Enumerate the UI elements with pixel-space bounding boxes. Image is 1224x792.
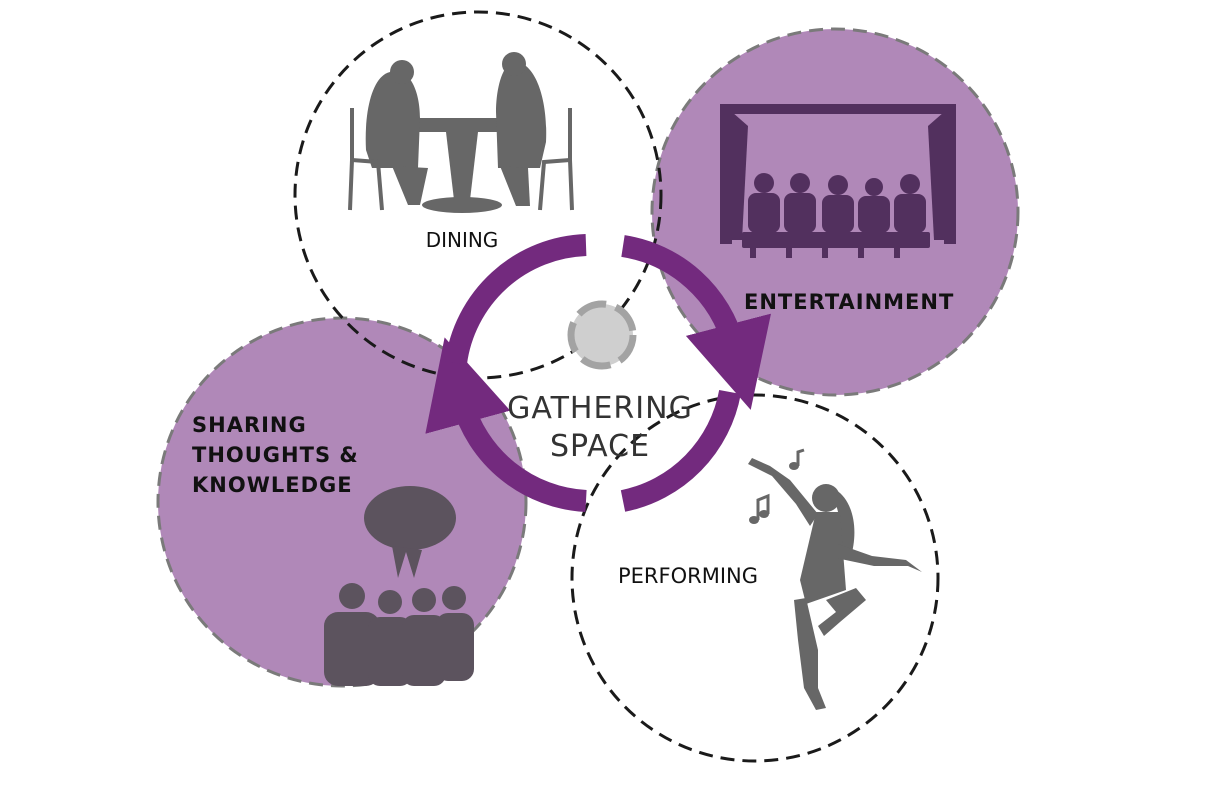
music-notes-dots [749,462,799,524]
sharing-label-line2: THOUGHTS & [192,443,359,467]
hub-icon [567,300,637,370]
sharing-label-line1: SHARING [192,413,307,437]
music-notes-icon [756,448,805,520]
arrow-top-left [445,234,587,365]
dining-label: DINING [426,228,499,252]
center-title-line1: GATHERING [507,391,693,426]
entertainment-label: ENTERTAINMENT [744,290,954,314]
arrow-top-right [621,235,771,410]
center-title-line2: SPACE [550,429,650,464]
arrow-bottom-left [425,337,587,512]
sharing-label-line3: KNOWLEDGE [192,473,353,497]
performing-label: PERFORMING [618,564,758,588]
dining-couple-icon [348,52,574,213]
cycle-arrows [425,234,771,512]
theater-audience-icon [720,104,956,258]
dancer-icon [748,458,922,710]
speech-bubble-group-icon [324,486,474,686]
arrow-bottom-right [620,389,741,512]
